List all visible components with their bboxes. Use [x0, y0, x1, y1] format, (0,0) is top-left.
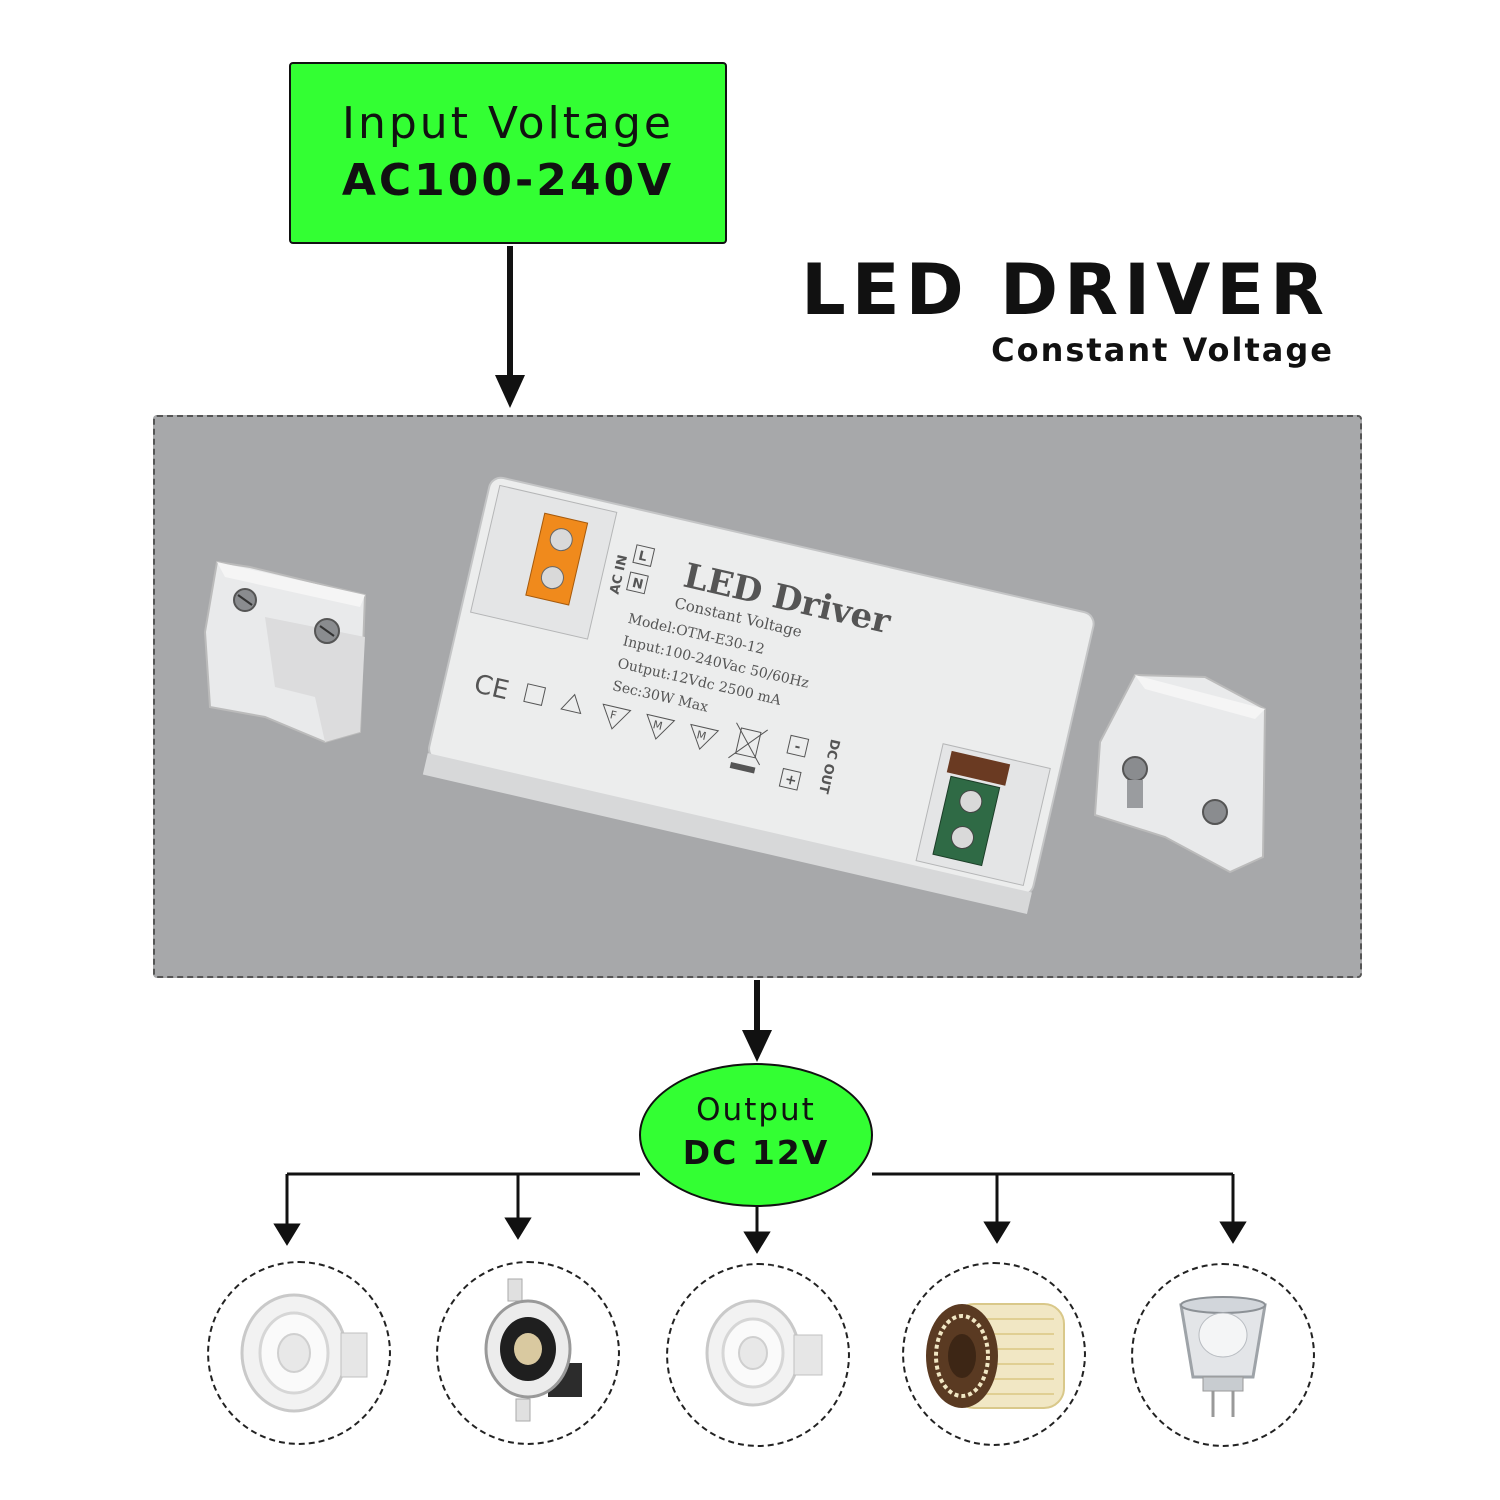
screw-icon [1202, 799, 1228, 825]
load-gu10-spotlight [666, 1263, 850, 1447]
load-mr11-glass-bulb [1131, 1263, 1315, 1447]
page-subtitle: Constant Voltage [991, 331, 1334, 369]
load-led-strip-reel [902, 1262, 1086, 1446]
title-block: LED DRIVER Constant Voltage [801, 249, 1332, 370]
class-ii-icon [523, 683, 547, 707]
output-terminal-block [932, 775, 1001, 867]
minus-label: - [793, 739, 802, 756]
input-voltage-label: Input Voltage [342, 98, 674, 149]
right-end-cap [1093, 673, 1267, 874]
input-arrow [495, 246, 525, 408]
m-mark-icon [646, 713, 676, 740]
left-end-cap [203, 560, 367, 744]
weee-bin-icon [728, 722, 768, 774]
input-voltage-box: Input Voltage AC100-240V [289, 62, 727, 244]
l-label: L [637, 549, 648, 565]
distribution-lines [273, 1172, 1247, 1254]
driver-body: LED Driver Constant Voltage Model:OTM-E3… [422, 476, 1095, 914]
mr16-spotlight-icon [240, 1293, 368, 1413]
n-label: N [631, 576, 645, 593]
output-value: DC 12V [682, 1133, 830, 1172]
f-mark: F [609, 708, 618, 722]
page-title: LED DRIVER [801, 249, 1330, 331]
f-mark-icon [602, 703, 632, 730]
gu10-spotlight-icon [705, 1299, 823, 1407]
input-voltage-value: AC100-240V [341, 155, 675, 206]
output-arrow [742, 980, 772, 1062]
load-mr16-spotlight [207, 1261, 391, 1445]
screw-icon [1122, 756, 1148, 782]
m-mark: M [652, 718, 664, 733]
plus-label: + [783, 771, 798, 789]
home-use-icon [560, 693, 582, 715]
recessed-downlight-icon [484, 1278, 582, 1422]
led-strip-reel-icon [926, 1303, 1065, 1409]
load-recessed-downlight [436, 1261, 620, 1445]
output-voltage-ellipse: Output DC 12V [639, 1063, 873, 1207]
mm-mark-icon [690, 723, 720, 751]
mr11-glass-bulb-icon [1179, 1296, 1267, 1417]
product-photo-panel: LED Driver Constant Voltage Model:OTM-E3… [153, 415, 1362, 978]
output-label: Output [696, 1092, 816, 1128]
m-mark-2: M [695, 728, 707, 743]
